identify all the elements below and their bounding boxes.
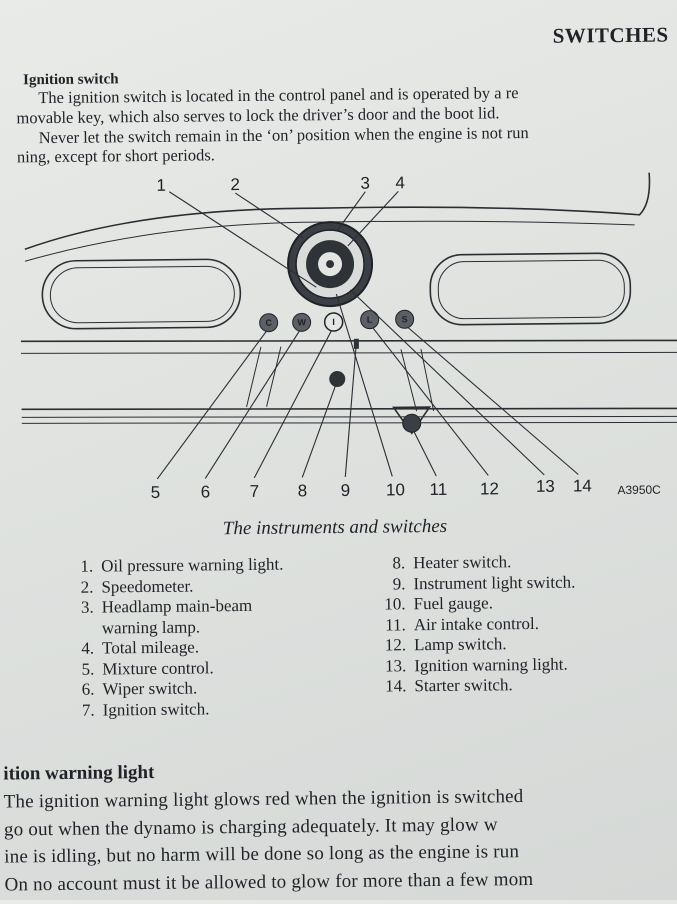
legend-item: 3.Headlamp main-beam [80,595,253,617]
heater-switch [329,371,346,388]
legend-item: 11.Air intake control. [385,613,540,635]
figure-label: 3 [360,174,370,193]
legend-item: 7.Ignition switch. [81,698,210,720]
page-header: SWITCHES [552,22,669,48]
knob-letter: L [367,315,373,325]
mixture-control-knob [259,313,279,333]
ignition-warning-text: The ignition warning light glows red whe… [4,783,534,899]
left-panel-recess [41,258,242,330]
legend-item-continuation: warning lamp. [101,616,201,637]
legend-item: 12.Lamp switch. [384,634,507,655]
figure-code: A3950C [617,483,661,497]
knob-letter: W [297,317,306,327]
figure-label: 2 [230,175,240,194]
legend-right: 8.Heater switch. 9.Instrument light swit… [373,552,576,698]
figure-label: 8 [298,481,308,500]
section-title-ignition-warning: ition warning light [3,761,155,785]
ignition-warning-lamp [345,284,352,291]
ignition-switch [323,312,344,332]
legend-item: 6.Wiper switch. [81,678,198,699]
legend-item: 1.Oil pressure warning light. [80,554,284,576]
figure-label: 4 [395,173,405,192]
knob-letter: S [402,314,408,324]
figure-label: 13 [536,477,555,496]
right-panel-recess [429,252,632,326]
figure-label: 5 [151,483,161,502]
figure-label: 11 [429,480,447,499]
legend-item: 9.Instrument light switch. [392,572,576,593]
figure-label: 14 [573,476,592,495]
knob-letter: I [332,317,335,327]
figure-label: 7 [250,482,260,501]
legend-item: 4.Total mileage. [81,637,200,658]
figure-label: 12 [480,479,499,498]
figure-label: 10 [386,480,405,499]
figure-label: 6 [201,482,211,501]
air-intake-knob [402,413,422,433]
legend-item: 8.Heater switch. [392,552,512,573]
starter-switch-knob [395,309,415,329]
lamp-switch-knob [360,310,380,330]
instrument-light-switch [353,338,359,349]
wiper-switch-knob [292,312,312,332]
dashboard-outline [24,172,651,251]
legend-item: 2.Speedometer. [80,576,194,597]
figure-label: 9 [341,481,351,500]
legend-item: 13.Ignition warning light. [384,654,568,676]
paragraph-line: On no account must it be allowed to glow… [4,868,534,896]
speedometer [287,221,374,308]
legend-item: 5.Mixture control. [81,657,214,679]
legend-item: 14.Starter switch. [385,675,513,696]
legend-item: 10.Fuel gauge. [384,593,494,614]
figure-caption: The instruments and switches [222,515,448,540]
figure-label: 1 [156,176,166,195]
knob-letter: C [265,318,272,328]
legend-left: 1.Oil pressure warning light. 2.Speedome… [61,555,285,721]
instrument-panel-diagram: C W I L S [19,162,677,509]
oil-warning-lamp [312,285,319,292]
